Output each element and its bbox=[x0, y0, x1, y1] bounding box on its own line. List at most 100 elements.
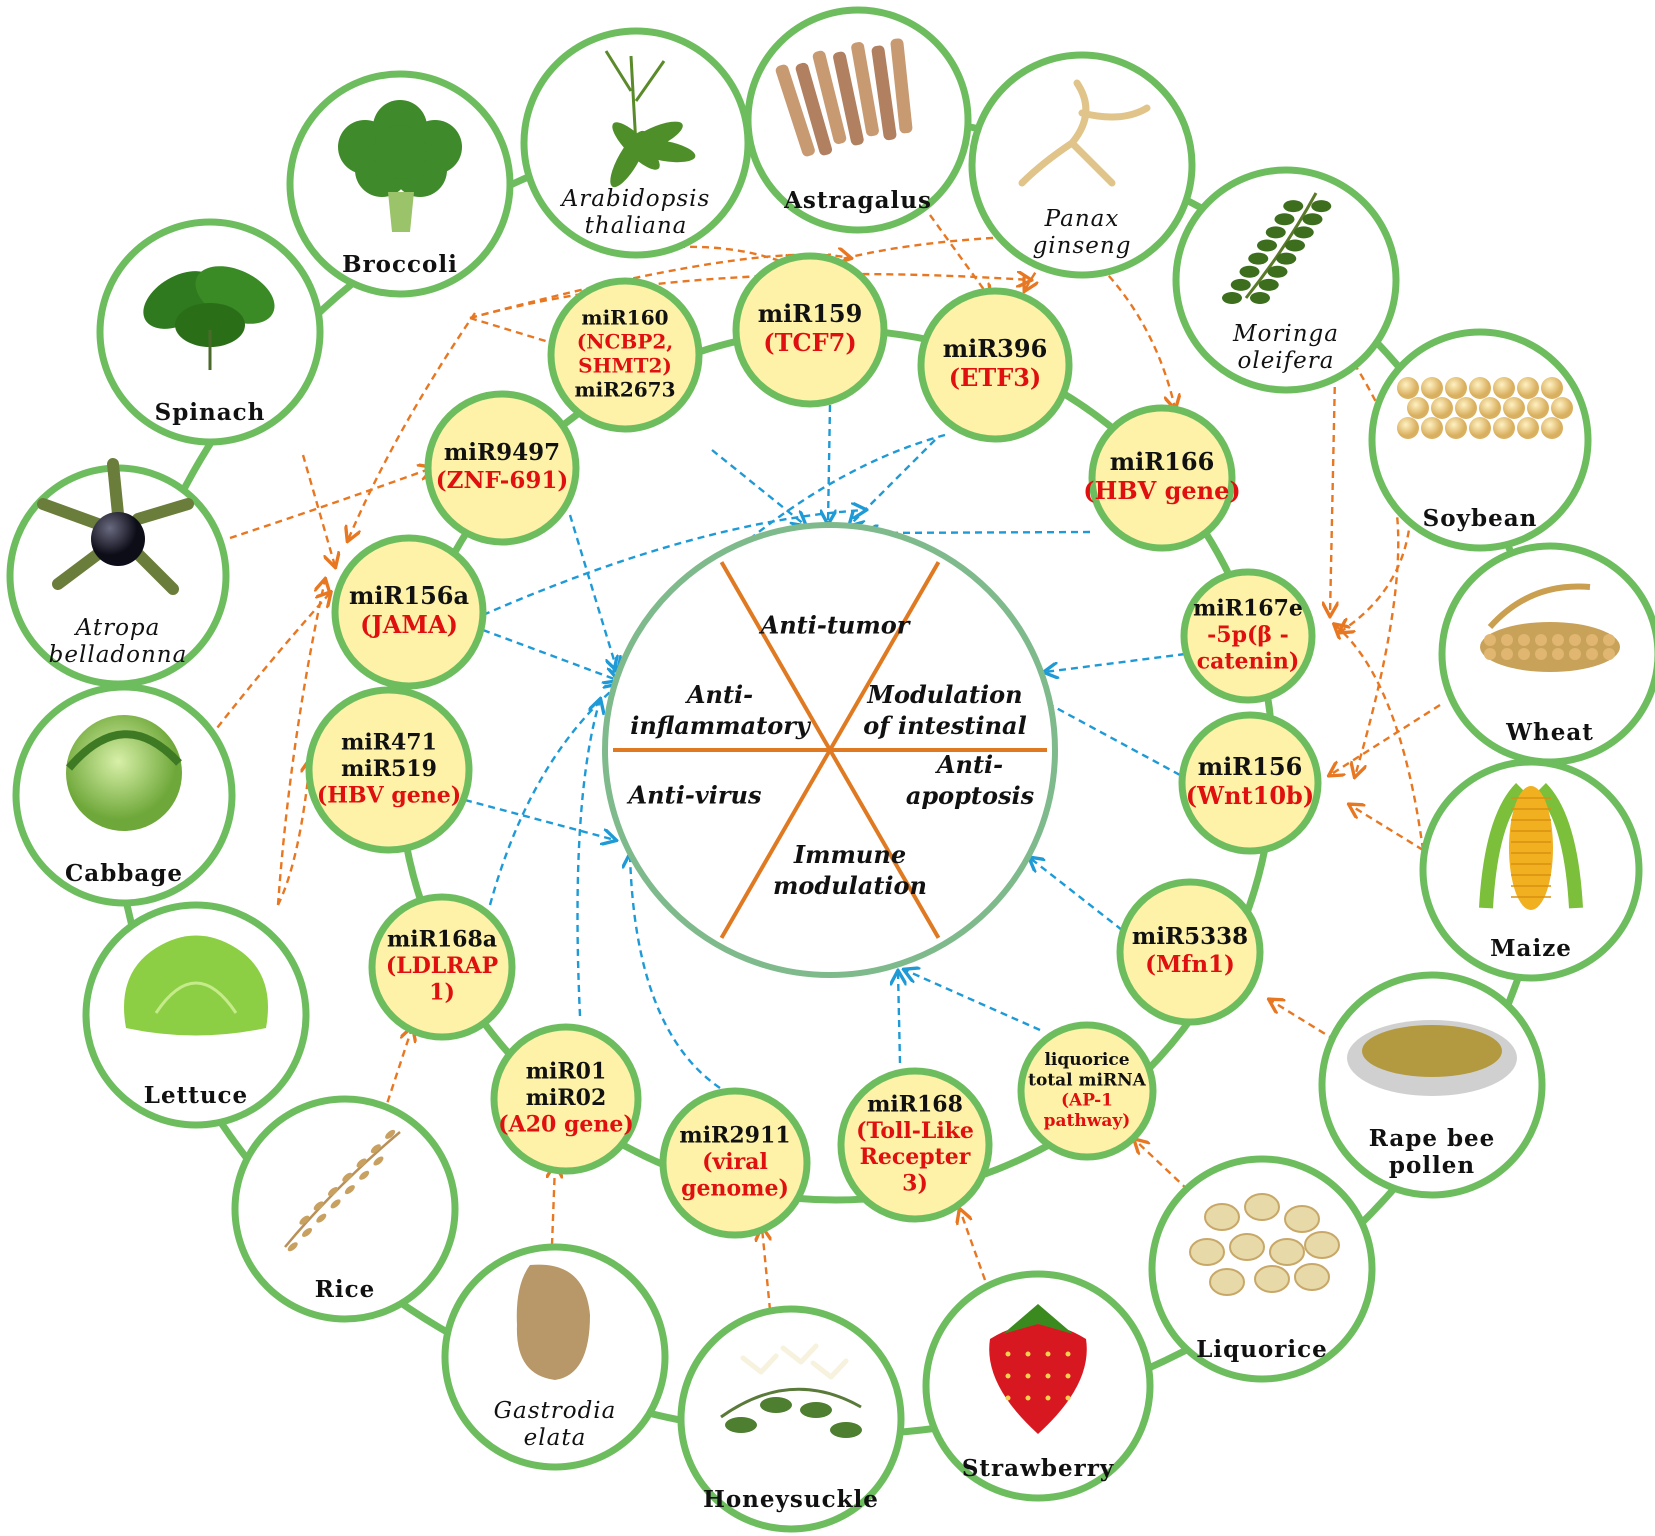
plant-label-astragalus: Astragalus bbox=[783, 187, 932, 214]
leaflet-branch-icon bbox=[1222, 192, 1332, 304]
liquorice-mirna-to-center bbox=[905, 970, 1041, 1032]
plant-node-lettuce: Lettuce bbox=[82, 901, 310, 1129]
liquorice-to-mirna bbox=[1135, 1140, 1189, 1191]
mir168a-to-center bbox=[488, 685, 618, 906]
berry-icon bbox=[37, 458, 194, 595]
plant-node-rice: Rice bbox=[231, 1095, 459, 1323]
effect-anti-apoptosis: Anti- bbox=[935, 750, 1003, 779]
strawberry-to-mir168 bbox=[960, 1210, 987, 1281]
mirna-node-mir471 bbox=[305, 686, 473, 854]
mirna-label-mir160: miR160 bbox=[581, 306, 668, 330]
plant-label-panax: Panax bbox=[1044, 206, 1120, 232]
mirna-node-mir159 bbox=[732, 252, 888, 408]
effect-anti-inflammatory: Anti- bbox=[685, 680, 753, 709]
mirna-label-mir396: (ETF3) bbox=[949, 363, 1042, 392]
mirna-label-mir160: miR2673 bbox=[574, 378, 675, 402]
mirna-label-mir167e: miR167e bbox=[1193, 596, 1303, 622]
pollen-bowl-icon bbox=[1347, 1020, 1517, 1096]
mirna-label-mir168: miR168 bbox=[867, 1091, 963, 1117]
root-sticks-icon bbox=[775, 38, 913, 157]
mirna-node-mir167e bbox=[1180, 568, 1316, 704]
maize-to-mir156 bbox=[1350, 805, 1424, 852]
honeysuckle-flower-icon bbox=[720, 1343, 862, 1438]
plant-node-broccoli: Broccoli bbox=[286, 70, 514, 298]
plant-node-honeysuckle: Honeysuckle bbox=[677, 1305, 905, 1533]
small-rosette-plant-icon bbox=[604, 50, 696, 188]
mirna-label-mir156: (Wnt10b) bbox=[1186, 781, 1314, 810]
mir156a-to-center-b bbox=[482, 510, 865, 617]
maize-to-mir167e bbox=[1335, 625, 1425, 851]
plant-label-strawberry: Strawberry bbox=[962, 1455, 1114, 1482]
mirna-label-mir167e: catenin) bbox=[1197, 648, 1300, 674]
rice-panicle-icon bbox=[284, 1129, 401, 1252]
mirna-label-mir168: Recepter bbox=[860, 1144, 971, 1170]
broccoli-to-mir156a bbox=[348, 312, 476, 540]
effect-modulation-intestinal: Modulation bbox=[866, 680, 1022, 709]
cabbage-icon bbox=[65, 715, 182, 831]
mirna-label-mir160: (NCBP2, bbox=[577, 330, 673, 354]
plant-label-arabidopsis: thaliana bbox=[585, 213, 688, 239]
plant-label-wheat: Wheat bbox=[1505, 719, 1594, 746]
mirna-label-mir2911: miR2911 bbox=[679, 1123, 790, 1149]
plant-label-broccoli: Broccoli bbox=[342, 251, 458, 278]
mirna-label-mir168a: miR168a bbox=[387, 927, 497, 953]
plant-node-maize: Maize bbox=[1419, 758, 1643, 982]
mirna-node-mir168a bbox=[368, 893, 516, 1041]
mirna-label-mir2911: (viral bbox=[702, 1149, 768, 1175]
moringa-to-mir167e bbox=[1330, 374, 1335, 615]
mirna-node-mir01 bbox=[490, 1023, 642, 1175]
mirna-label-mir168: (Toll-Like bbox=[856, 1118, 974, 1144]
plant-label-liquorice: Liquorice bbox=[1196, 1336, 1328, 1363]
mirna-label-mir166: (HBV gene) bbox=[1083, 476, 1240, 505]
plant-label-cabbage: Cabbage bbox=[65, 860, 183, 887]
corn-cob-icon bbox=[1479, 783, 1583, 910]
mirna-label-mir167e: -5p(β - bbox=[1207, 622, 1289, 648]
gastrodia-to-mir01 bbox=[552, 1165, 555, 1246]
mirna-label-mir01: (A20 gene) bbox=[498, 1111, 634, 1137]
wheat-to-mir156 bbox=[1330, 703, 1441, 775]
mirna-label-mir156: miR156 bbox=[1198, 752, 1303, 781]
mirna-label-mir168a: (LDLRAP bbox=[386, 953, 498, 979]
mirna-label-mir396: miR396 bbox=[943, 334, 1048, 363]
mirna-label-mir471: (HBV gene) bbox=[317, 782, 461, 808]
honeysuckle-to-mir2911 bbox=[762, 1228, 770, 1311]
mirna-label-mir159: miR159 bbox=[758, 299, 863, 328]
effect-anti-virus: Anti-virus bbox=[627, 781, 762, 810]
mirna-label-mir5338: (Mfn1) bbox=[1145, 951, 1235, 978]
plant-label-arabidopsis: Arabidopsis bbox=[560, 186, 711, 212]
plant-label-atropa: Atropa bbox=[74, 615, 161, 641]
mirna-node-mir396 bbox=[917, 287, 1073, 443]
rape-to-mir5338 bbox=[1270, 1000, 1336, 1042]
mirna-label-liquorice-mirna: pathway) bbox=[1044, 1111, 1131, 1131]
mirna-label-mir2911: genome) bbox=[681, 1175, 789, 1201]
effect-modulation-intestinal: of intestinal bbox=[863, 711, 1026, 740]
cabbage-to-mir156a bbox=[209, 593, 330, 738]
broccoli-to-mir396 bbox=[469, 274, 1030, 320]
mirna-node-mir166 bbox=[1088, 404, 1236, 552]
soybeans-icon bbox=[1397, 377, 1573, 439]
mirna-label-mir9497: (ZNF-691) bbox=[436, 467, 568, 494]
spinach-to-mir156a bbox=[301, 454, 335, 566]
mir156-to-center bbox=[1036, 697, 1181, 777]
astragalus-to-mir396 bbox=[929, 214, 990, 298]
plant-node-wheat: Wheat bbox=[1438, 542, 1655, 766]
effect-anti-apoptosis: apoptosis bbox=[906, 781, 1035, 810]
broccoli-to-mir160 bbox=[469, 316, 575, 350]
mirna-label-mir156a: (JAMA) bbox=[360, 610, 458, 639]
mirna-label-mir471: miR519 bbox=[341, 756, 437, 782]
mirna-node-liquorice-mirna bbox=[1017, 1021, 1157, 1161]
lettuce-to-mir471 bbox=[276, 760, 310, 906]
tuber-icon bbox=[516, 1264, 590, 1380]
mirna-node-mir160 bbox=[547, 277, 703, 433]
plant-label-rape: pollen bbox=[1389, 1152, 1475, 1179]
mir160-to-center bbox=[711, 449, 805, 525]
plant-node-strawberry: Strawberry bbox=[922, 1270, 1154, 1502]
plant-label-moringa: Moringa bbox=[1232, 321, 1339, 347]
arabidopsis-to-mir159 bbox=[677, 245, 795, 267]
mirna-node-mir168 bbox=[837, 1067, 993, 1223]
mirna-label-mir01: miR02 bbox=[526, 1085, 607, 1111]
mir168-to-center bbox=[898, 972, 900, 1064]
